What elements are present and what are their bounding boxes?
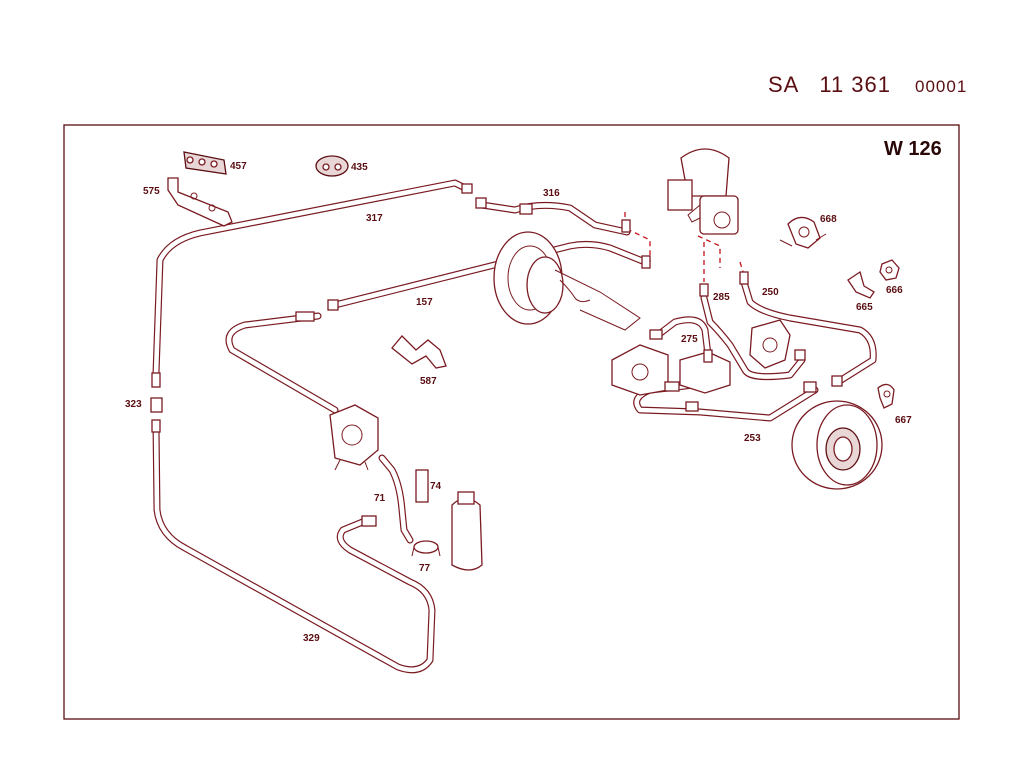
union-323 bbox=[150, 397, 163, 413]
callout-435: 435 bbox=[351, 162, 368, 173]
callout-457: 457 bbox=[230, 161, 247, 172]
reference-group-number: 11 361 bbox=[819, 72, 892, 97]
callout-275: 275 bbox=[681, 334, 698, 345]
grommet-435 bbox=[315, 155, 349, 177]
bracket-665 bbox=[847, 270, 875, 299]
connection-lines bbox=[624, 212, 745, 282]
callout-668: 668 bbox=[820, 214, 837, 225]
hose-clamp-77 bbox=[411, 540, 441, 557]
hose-71 bbox=[378, 454, 414, 544]
callout-317: 317 bbox=[366, 213, 383, 224]
pipe-mid-left bbox=[225, 312, 339, 414]
clip-668 bbox=[779, 216, 827, 249]
diagram-frame bbox=[63, 124, 960, 720]
callout-253: 253 bbox=[744, 433, 761, 444]
callout-329: 329 bbox=[303, 633, 320, 644]
callout-157: 157 bbox=[416, 297, 433, 308]
pipe-157 bbox=[331, 240, 649, 309]
callout-666: 666 bbox=[886, 285, 903, 296]
clip-457 bbox=[183, 151, 227, 175]
callout-285: 285 bbox=[713, 292, 730, 303]
model-designation: W 126 bbox=[884, 138, 942, 160]
callout-667: 667 bbox=[895, 415, 912, 426]
pipe-317 bbox=[152, 179, 469, 377]
nut-666 bbox=[879, 259, 900, 281]
bracket-587 bbox=[391, 335, 447, 369]
bracket-575 bbox=[167, 177, 233, 227]
brake-master-cylinder bbox=[667, 148, 739, 235]
callout-71: 71 bbox=[374, 493, 386, 504]
valve-block bbox=[611, 344, 731, 396]
callout-250: 250 bbox=[762, 287, 779, 298]
diagram-reference-code: SA 11 361 00001 bbox=[768, 72, 967, 106]
pipe-275 bbox=[654, 316, 712, 359]
clip-667 bbox=[877, 383, 895, 409]
pipe-250 bbox=[740, 278, 877, 386]
caliper-part bbox=[749, 319, 791, 369]
reference-sequence-number: 00001 bbox=[915, 77, 968, 96]
callout-587: 587 bbox=[420, 376, 437, 387]
reference-prefix: SA bbox=[768, 72, 800, 97]
pipe-fittings bbox=[151, 183, 843, 527]
callout-665: 665 bbox=[856, 302, 873, 313]
pipe-316 bbox=[478, 201, 631, 236]
rear-brake-disc bbox=[791, 400, 883, 490]
callout-575: 575 bbox=[143, 186, 160, 197]
callout-323: 323 bbox=[125, 399, 142, 410]
filter-reservoir bbox=[415, 469, 483, 571]
part-callouts: 457 435 575 317 316 668 157 285 250 665 … bbox=[125, 161, 912, 644]
brake-pressure-regulator bbox=[329, 404, 379, 471]
pipe-329 bbox=[152, 421, 436, 674]
callout-77: 77 bbox=[419, 563, 431, 574]
pipe-285 bbox=[700, 294, 806, 381]
front-brake-disc bbox=[493, 231, 641, 331]
callout-74: 74 bbox=[430, 481, 442, 492]
callout-316: 316 bbox=[543, 188, 560, 199]
